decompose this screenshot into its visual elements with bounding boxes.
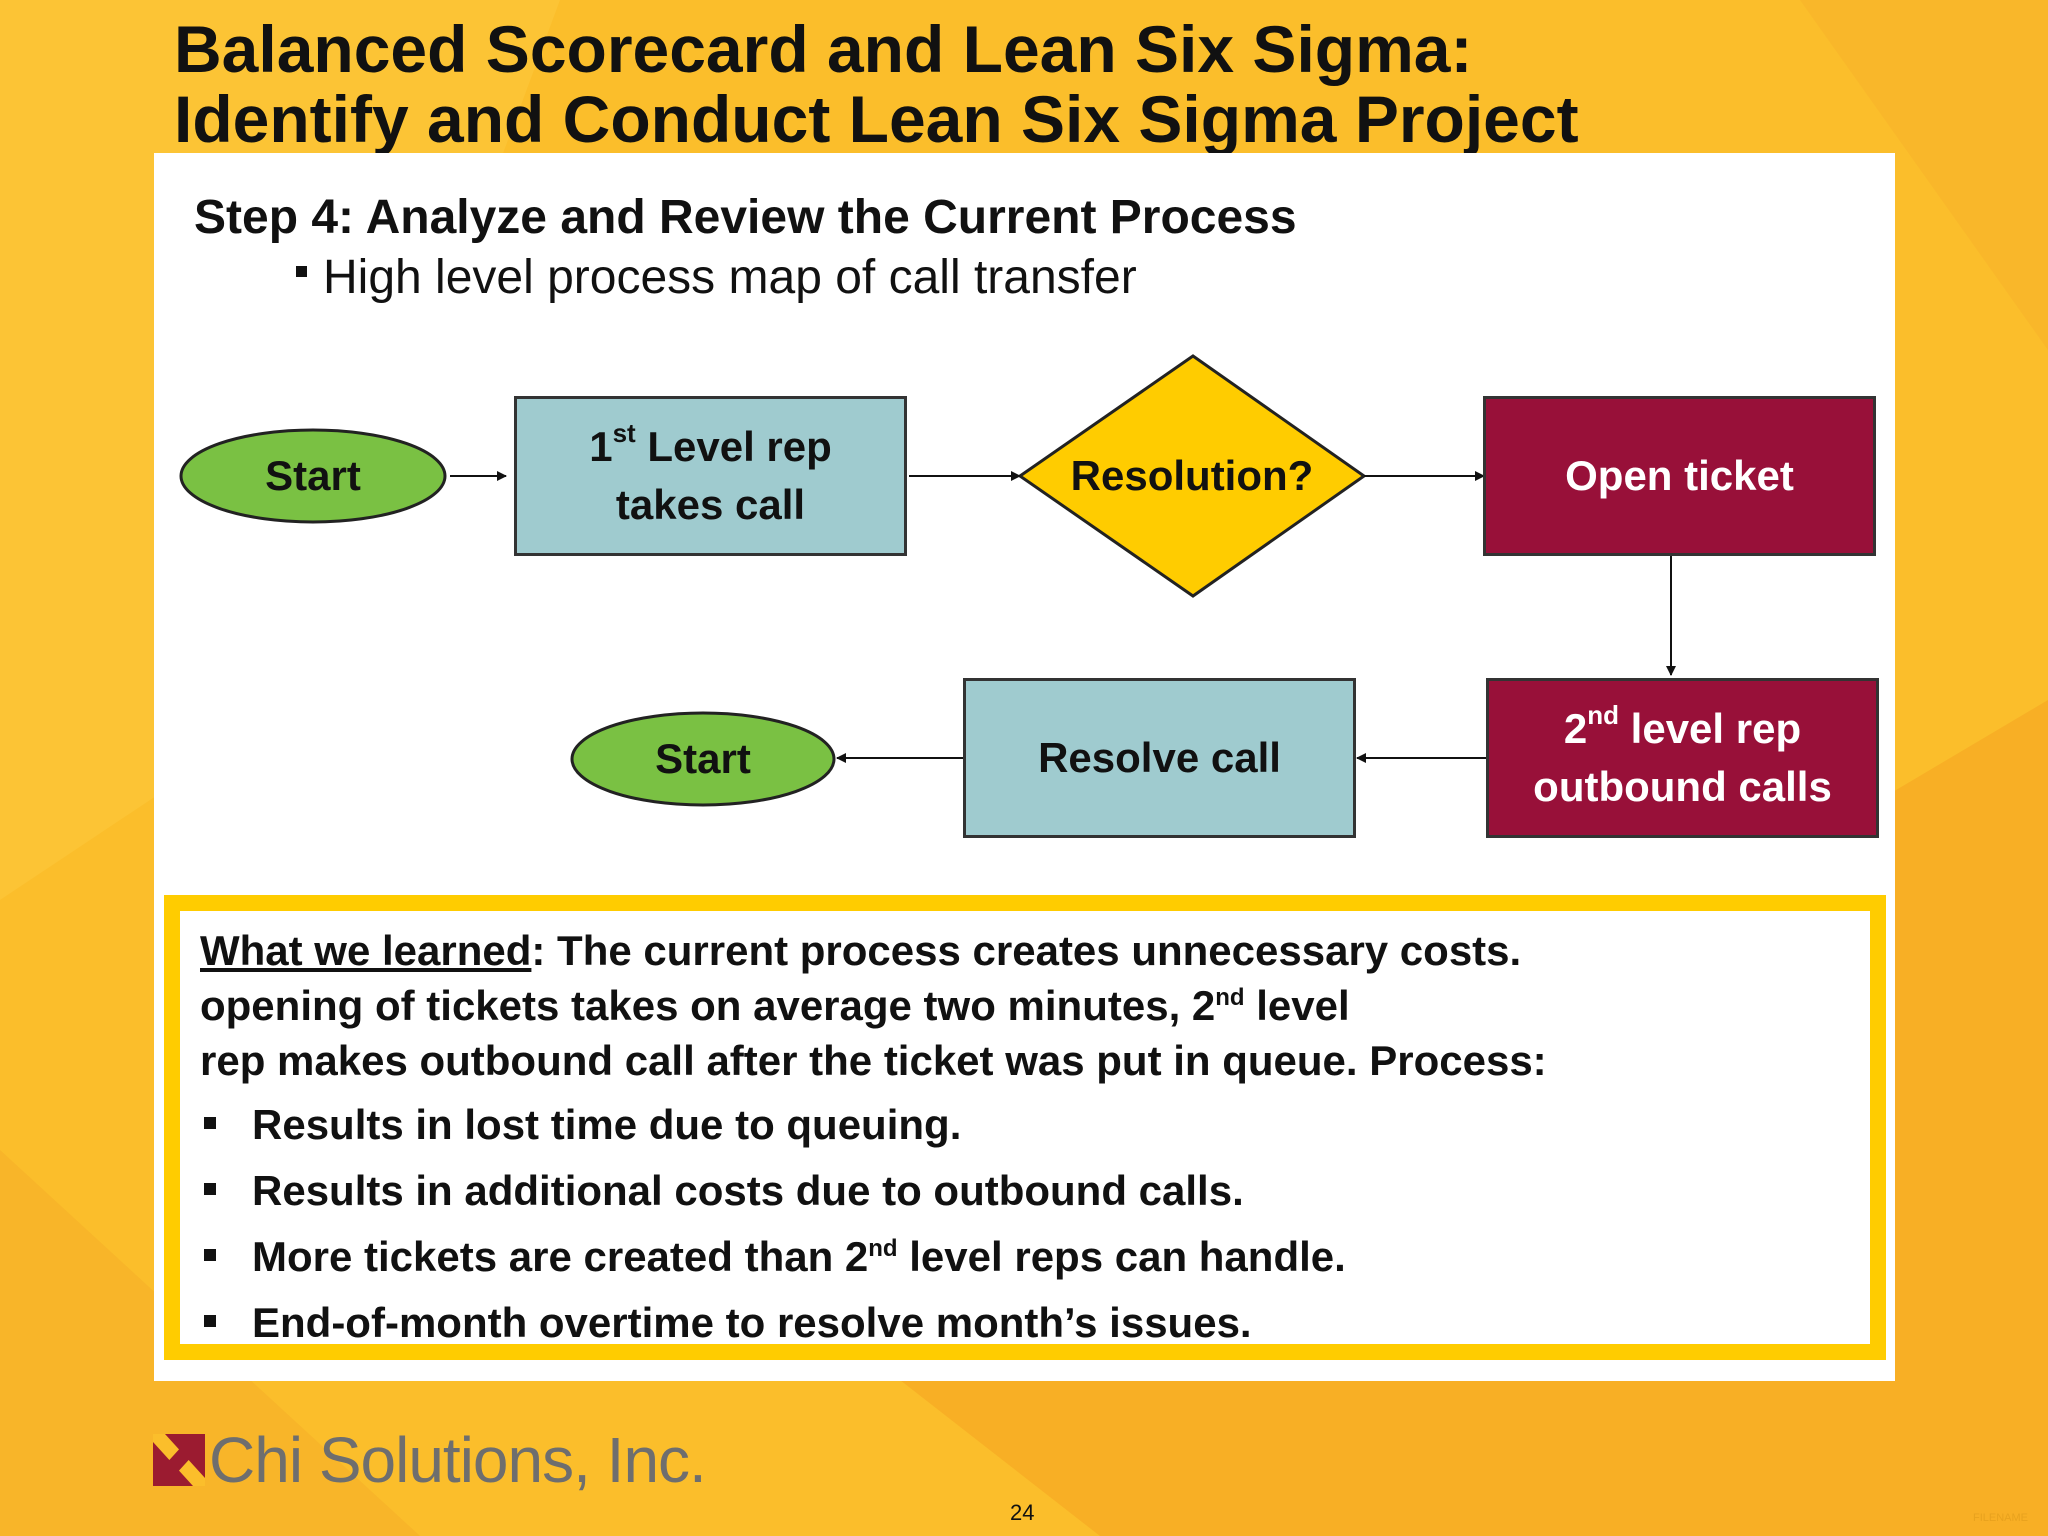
open-ticket-label: Open ticket [1565,452,1794,499]
learned-line-3: rep makes outbound call after the ticket… [200,1037,1547,1084]
start-bottom-shape [570,711,836,807]
start-top-label: Start [265,452,361,499]
learned-bullet-3: More tickets are created than 2nd level … [200,1224,1850,1290]
open-ticket-node: Open ticket [1483,396,1876,556]
bullet-square-icon [204,1117,216,1129]
learned-paragraph: What we learned: The current process cre… [200,923,1850,1088]
bullet-square-icon [296,266,307,277]
title-line-1: Balanced Scorecard and Lean Six Sigma: [174,12,1473,86]
resolution-diamond-shape [1017,354,1367,598]
resolve-call-node: Resolve call [963,678,1356,838]
bullet-square-icon [204,1315,216,1327]
second-level-rep-line2: outbound calls [1533,763,1832,810]
first-level-rep-node: 1st Level rep takes call [514,396,907,556]
resolution-node: Resolution? [1020,436,1364,516]
page-number: 24 [1010,1500,1035,1525]
learned-bullet-1: Results in lost time due to queuing. [200,1092,1850,1158]
learned-line-1: What we learned: The current process cre… [200,927,1522,974]
learned-content: What we learned: The current process cre… [200,923,1850,1356]
learned-label: What we learned [200,927,532,974]
learned-line-2: opening of tickets takes on average two … [200,982,1350,1029]
what-we-learned-box: What we learned: The current process cre… [164,895,1886,1360]
resolve-call-label: Resolve call [1038,734,1281,781]
start-top-node: Start [181,430,445,522]
bullet-square-icon [204,1249,216,1261]
flowchart-connectors [179,354,1676,807]
start-top-shape [179,428,447,524]
bullet-square-icon [204,1183,216,1195]
learned-bullet-2: Results in additional costs due to outbo… [200,1158,1850,1224]
slide-title: Balanced Scorecard and Lean Six Sigma: I… [174,14,1579,154]
second-level-rep-line1: 2nd level rep [1563,700,1802,752]
start-bottom-node: Start [572,713,834,805]
step-heading: Step 4: Analyze and Review the Current P… [194,191,1297,244]
x-mark-icon [153,1434,205,1486]
learned-bullet-list: Results in lost time due to queuing. Res… [200,1092,1850,1356]
filename-label: FILENAME [1972,1512,2028,1524]
sub-bullet-text: High level process map of call transfer [323,251,1137,304]
title-line-2: Identify and Conduct Lean Six Sigma Proj… [174,82,1579,156]
sub-bullet: High level process map of call transfer [296,249,1137,307]
first-level-rep-line1: 1st Level rep [589,418,832,470]
logo-text: Chi Solutions, Inc. [209,1424,707,1496]
company-logo: Chi Solutions, Inc. [153,1424,707,1496]
first-level-rep-line2: takes call [615,481,806,528]
start-bottom-label: Start [655,735,751,782]
content-panel: Step 4: Analyze and Review the Current P… [154,153,1895,1381]
resolution-label: Resolution? [1070,452,1314,499]
second-level-rep-node: 2nd level rep outbound calls [1486,678,1879,838]
learned-bullet-4: End-of-month overtime to resolve month’s… [200,1290,1850,1356]
